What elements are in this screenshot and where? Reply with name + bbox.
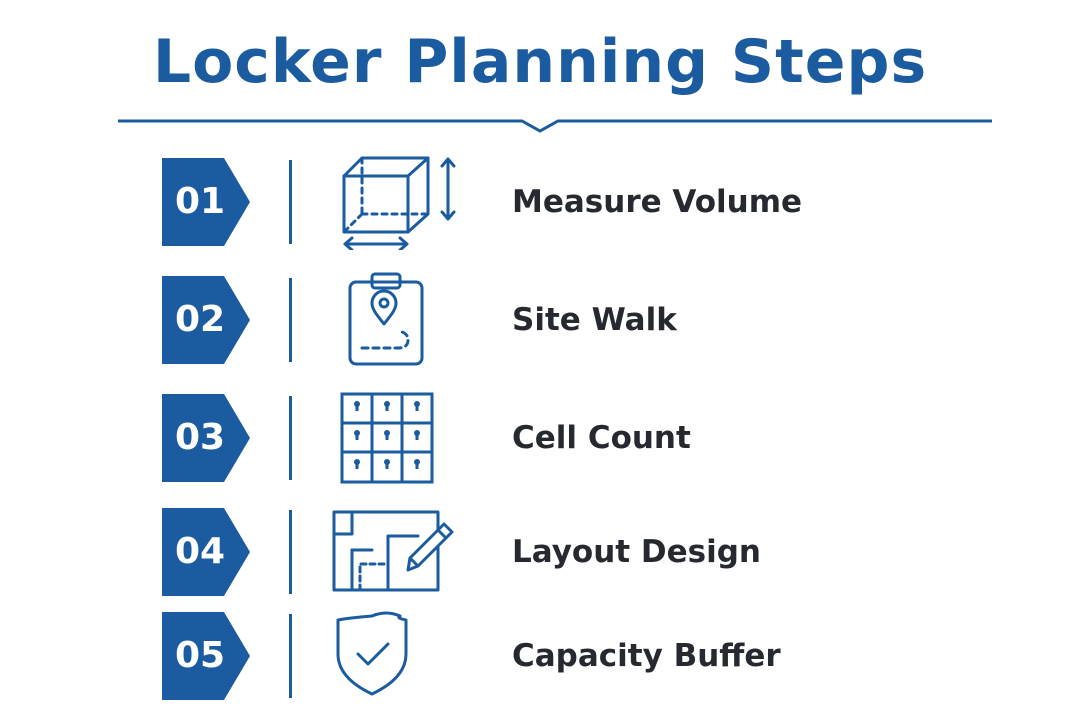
step-separator-5 — [289, 614, 292, 698]
step-separator-2 — [289, 278, 292, 362]
step-badge-3 — [162, 394, 250, 482]
step-number-5: 05 — [174, 635, 226, 676]
step-number-4: 04 — [174, 531, 226, 572]
step-number-1: 01 — [174, 181, 226, 222]
step-number-2: 02 — [174, 299, 226, 340]
step-label-3: Cell Count — [512, 420, 691, 456]
clipboard-map-pin-icon — [348, 272, 424, 366]
step-badge-2 — [162, 276, 250, 364]
step-separator-1 — [289, 160, 292, 244]
step-row-2: 02 Site Walk — [0, 272, 1080, 366]
step-label-2: Site Walk — [512, 302, 677, 338]
floor-plan-pencil-icon — [332, 510, 454, 592]
step-badge-4 — [162, 508, 250, 596]
step-row-5: 05 Capacity Buffer — [0, 611, 1080, 702]
step-badge-1 — [162, 158, 250, 246]
step-separator-4 — [289, 510, 292, 594]
locker-grid-icon — [340, 392, 434, 484]
cube-dimensions-icon — [342, 156, 456, 250]
step-separator-3 — [289, 396, 292, 480]
step-number-3: 03 — [174, 417, 226, 458]
step-label-1: Measure Volume — [512, 184, 803, 220]
step-badge-5 — [162, 612, 250, 700]
shield-check-icon — [336, 611, 408, 696]
step-label-4: Layout Design — [512, 534, 761, 570]
title-divider — [118, 119, 992, 133]
step-row-1: 01 Measure Volume — [0, 156, 1080, 250]
page-title: Locker Planning Steps — [152, 27, 928, 97]
step-row-3: 03 Cell Count — [0, 392, 1080, 484]
step-row-4: 04 Layout Design — [0, 508, 1080, 598]
step-label-5: Capacity Buffer — [512, 638, 781, 674]
